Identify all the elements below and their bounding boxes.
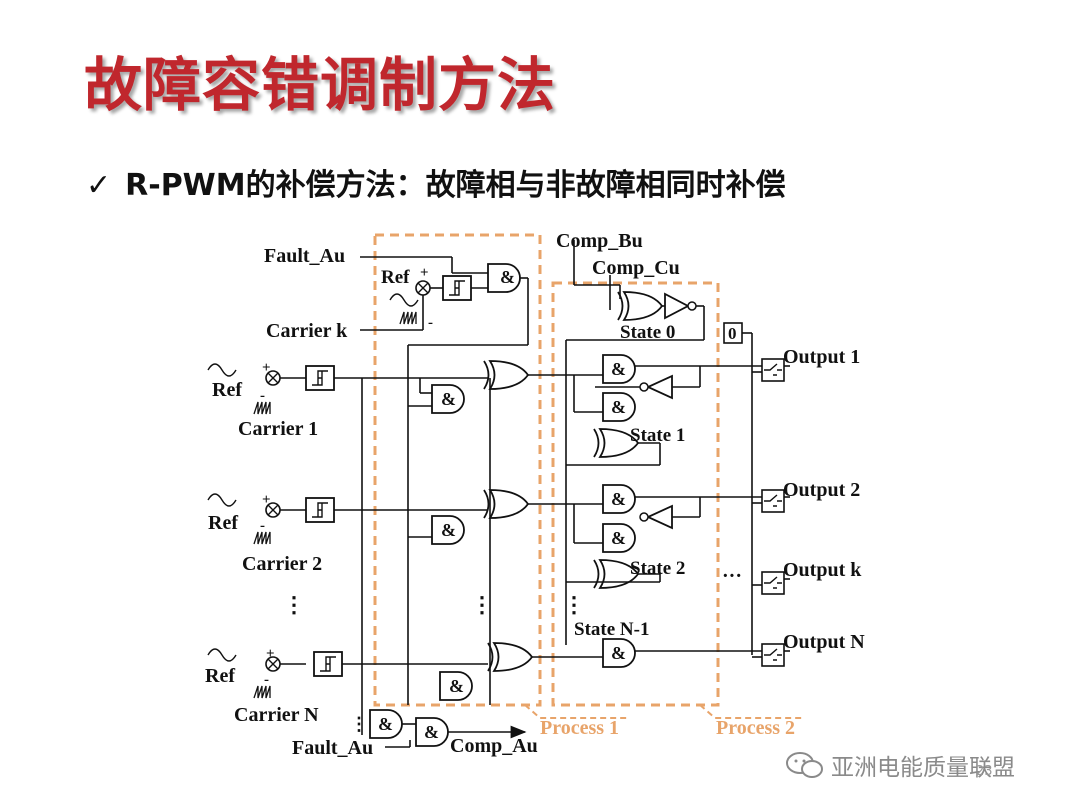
label-carrier-2: Carrier 2 xyxy=(242,553,322,575)
label-comp-cu: Comp_Cu xyxy=(592,257,680,279)
label-carrier-n: Carrier N xyxy=(234,704,319,726)
ellipsis-vertical: ⋮ xyxy=(350,714,368,734)
label-state-2: State 2 xyxy=(630,558,685,579)
label-fault-au-top: Fault_Au xyxy=(264,245,345,267)
checkmark-icon: ✓ xyxy=(86,168,112,203)
label-carrier-1: Carrier 1 xyxy=(238,418,318,440)
watermark: 亚洲电能质量联盟 xyxy=(785,748,1015,782)
slide-title: 故障容错调制方法 xyxy=(84,51,557,119)
process-1-box xyxy=(373,233,542,707)
wechat-icon xyxy=(786,752,823,778)
ellipsis-vertical: ⋮ xyxy=(563,592,585,617)
label-state-n-1: State N-1 xyxy=(574,619,649,640)
bullet-text: R-PWM的补偿方法：故障相与非故障相同时补偿 xyxy=(125,168,786,203)
label-output-n: Output N xyxy=(783,631,865,653)
label-process-1: Process 1 xyxy=(540,717,619,739)
and-label: & xyxy=(611,528,626,548)
and-label: & xyxy=(449,676,464,696)
ellipsis-vertical: ⋮ xyxy=(283,592,305,617)
and-label: & xyxy=(441,520,456,540)
label-ref-1: Ref xyxy=(212,379,242,401)
and-label: & xyxy=(611,489,626,509)
label-carrier-k: Carrier k xyxy=(266,320,348,342)
ellipsis-horizontal: ··· xyxy=(722,565,742,587)
minus-sign: - xyxy=(260,388,265,404)
label-output-2: Output 2 xyxy=(783,479,860,501)
page-number: 23 xyxy=(976,764,993,779)
and-label: & xyxy=(378,714,393,734)
label-state-0: State 0 xyxy=(620,322,675,343)
and-label: & xyxy=(441,389,456,409)
and-label: & xyxy=(611,643,626,663)
label-output-k: Output k xyxy=(783,559,862,581)
zero-constant: 0 xyxy=(728,324,737,343)
ellipsis-vertical: ⋮ xyxy=(471,592,493,617)
and-label: & xyxy=(424,722,439,742)
label-ref-2: Ref xyxy=(208,512,238,534)
label-comp-bu: Comp_Bu xyxy=(556,230,643,252)
label-process-2: Process 2 xyxy=(716,717,795,739)
label-ref-n: Ref xyxy=(205,665,235,687)
plus-sign: + xyxy=(262,360,271,376)
bullet-point: ✓ R-PWM的补偿方法：故障相与非故障相同时补偿 xyxy=(86,160,786,204)
label-state-1: State 1 xyxy=(630,425,685,446)
and-label: & xyxy=(500,267,515,287)
label-comp-au: Comp_Au xyxy=(450,735,538,757)
label-fault-au-bottom: Fault_Au xyxy=(292,737,373,759)
minus-sign: - xyxy=(428,315,433,331)
label-ref-top: Ref xyxy=(381,267,410,288)
watermark-text: 亚洲电能质量联盟 xyxy=(831,755,1015,781)
plus-sign: + xyxy=(420,265,429,281)
minus-sign: - xyxy=(264,672,269,688)
plus-sign: + xyxy=(266,646,275,662)
and-label: & xyxy=(611,397,626,417)
plus-sign: + xyxy=(262,492,271,508)
minus-sign: - xyxy=(260,518,265,534)
and-label: & xyxy=(611,359,626,379)
label-output-1: Output 1 xyxy=(783,346,860,368)
process-2-box xyxy=(551,281,720,707)
